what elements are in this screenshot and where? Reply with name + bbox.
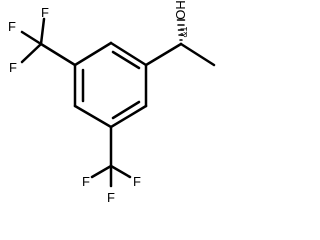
fluorine-label: F <box>9 60 17 75</box>
ring-bond-4 <box>73 104 113 129</box>
fluorine-label: F <box>82 174 90 189</box>
fluorine-label: F <box>41 5 49 20</box>
hydroxyl-label: OH <box>173 0 188 20</box>
hashed-wedge-bond <box>176 19 186 41</box>
ring-double-bond-1 <box>111 50 141 70</box>
bond-c-f-top-a <box>39 17 46 46</box>
fluorine-label: F <box>8 19 16 34</box>
structure-diagram: F F F F F F OH &1 <box>8 0 216 205</box>
ring-bond-3 <box>109 104 148 129</box>
benzene-ring <box>73 41 148 129</box>
bond-c-f-top-b <box>20 30 43 46</box>
bond-chiral-carbon-to-methyl <box>179 42 216 67</box>
bond-c-f-bottom-c <box>109 164 132 179</box>
fluorine-label: F <box>133 174 141 189</box>
ring-bond-6 <box>73 41 113 67</box>
ring-double-bond-2 <box>111 100 141 120</box>
bond-c-f-bottom-a <box>90 164 113 179</box>
stereo-descriptor-label: &1 <box>179 26 189 37</box>
cf3-group-bottom: F F F <box>82 125 141 205</box>
bond-c-f-top-c <box>20 42 43 64</box>
bond-ring-to-cf3-top <box>39 42 77 67</box>
bond-ring-to-chiral-carbon <box>144 42 183 67</box>
cf3-group-top-left: F F F <box>8 5 77 75</box>
fluorine-label: F <box>107 190 115 205</box>
ring-bond-1 <box>109 41 148 67</box>
hydroxyethyl-group: OH &1 <box>144 0 216 67</box>
